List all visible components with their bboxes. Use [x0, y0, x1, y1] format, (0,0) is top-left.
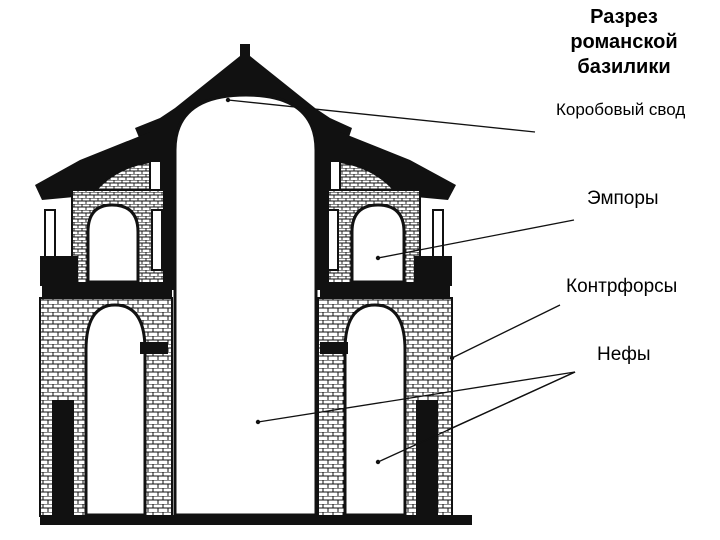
- left-gallery-column: [151, 209, 163, 271]
- right-outer-column: [432, 209, 444, 261]
- right-lower-capital: [320, 342, 348, 354]
- right-outer-wall-upper: [414, 256, 452, 286]
- title-line-3: базилики: [577, 56, 671, 78]
- pointer-naves-c: [377, 371, 576, 463]
- arrow-galleries: [375, 255, 381, 261]
- title-line-2: романской: [570, 31, 678, 53]
- label-galleries: Эмпоры: [587, 188, 659, 209]
- arrow-naves-c: [375, 459, 381, 465]
- left-gallery-arch-opening: [86, 203, 140, 284]
- left-lower-capital: [140, 342, 168, 354]
- title-line-1: Разрез: [590, 6, 658, 28]
- pointer-buttresses: [451, 304, 561, 359]
- label-naves: Нефы: [597, 344, 651, 365]
- left-aisle-roof: [35, 132, 170, 200]
- arrow-vault: [225, 97, 231, 103]
- right-gallery-column: [327, 209, 339, 271]
- left-buttress: [52, 400, 74, 515]
- roof-ridge-finial: [240, 44, 250, 58]
- right-buttress: [416, 400, 438, 515]
- pointer-arrowheads: [225, 97, 455, 465]
- ground-line: [40, 515, 472, 525]
- left-outer-wall-upper: [40, 256, 78, 286]
- label-buttresses: Контрфорсы: [566, 276, 678, 297]
- label-vault: Коробовый свод: [556, 100, 686, 119]
- right-lower-arch-opening: [343, 303, 407, 517]
- arrow-buttresses: [449, 355, 455, 361]
- arrow-naves-a: [255, 419, 261, 425]
- central-nave-opening: [173, 93, 318, 517]
- pointer-naves-a: [257, 371, 576, 423]
- right-gallery-arch-opening: [350, 203, 406, 284]
- pointer-vault: [227, 99, 536, 133]
- pointer-galleries: [377, 219, 575, 259]
- left-outer-column: [44, 209, 56, 261]
- right-aisle-roof: [320, 132, 456, 200]
- pointer-lines: [227, 99, 576, 463]
- left-lower-arch-opening: [84, 303, 147, 517]
